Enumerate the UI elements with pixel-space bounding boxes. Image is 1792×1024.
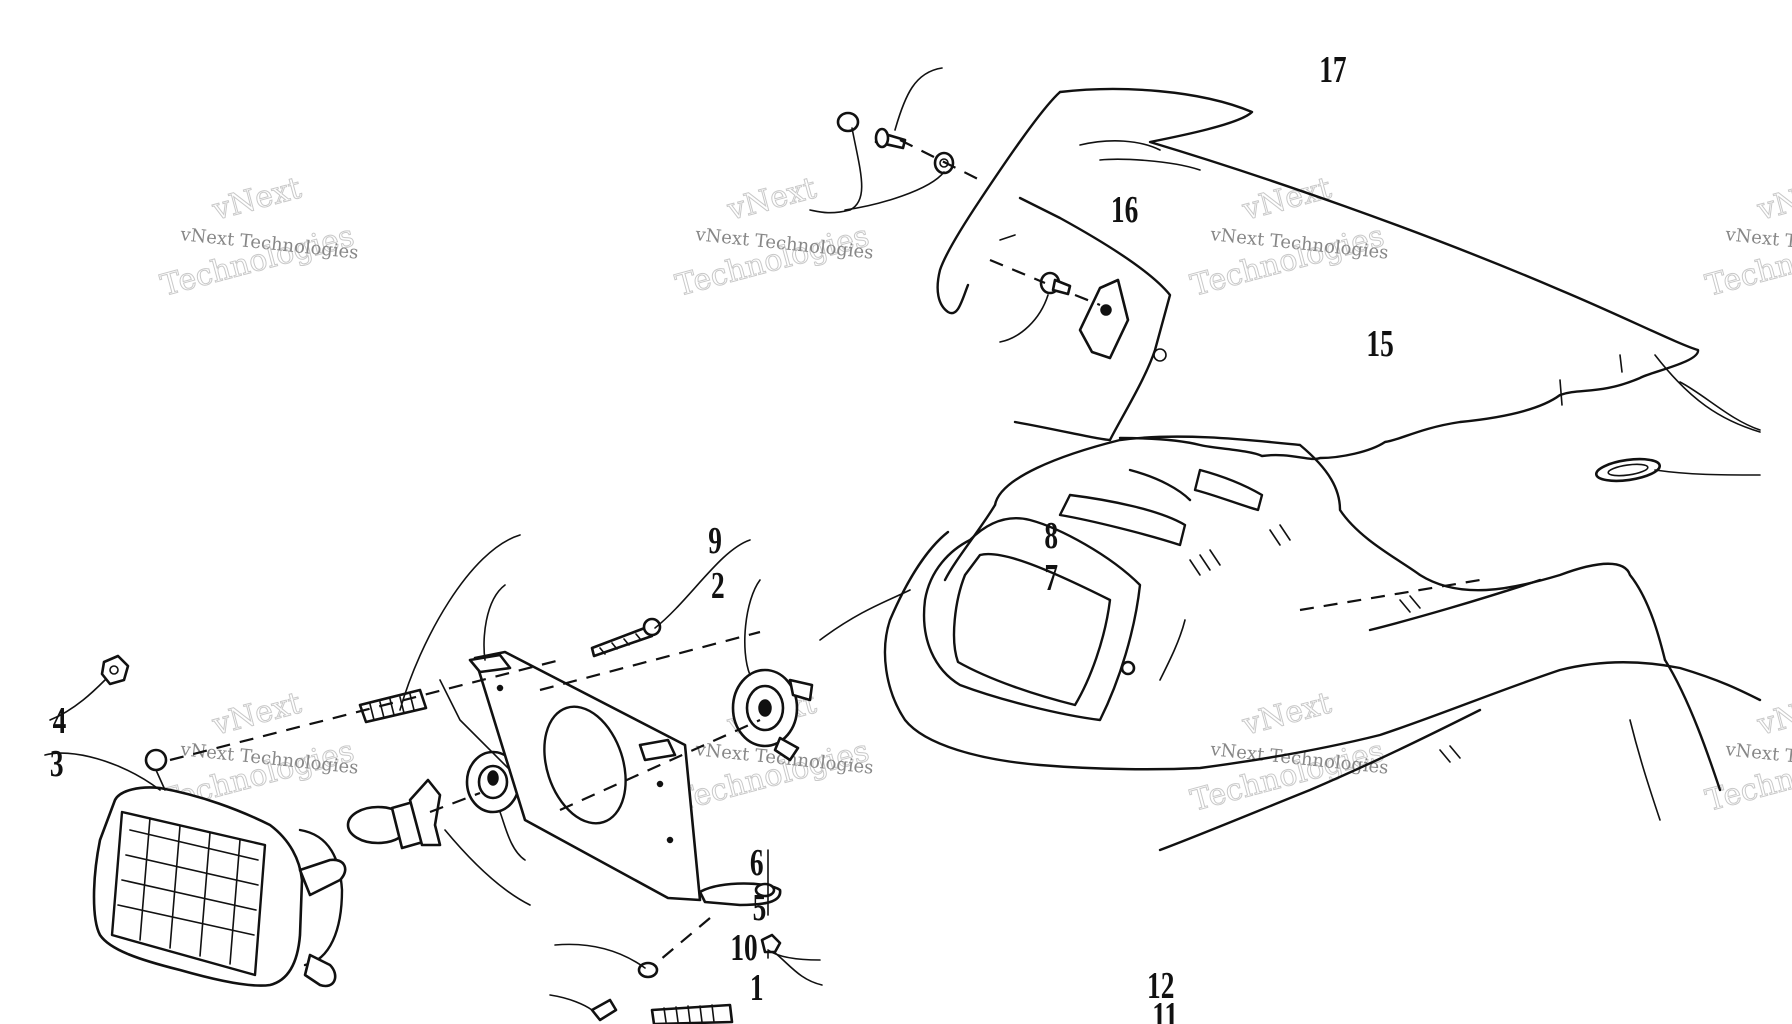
bulb [346,778,442,850]
callout-12: 12 [1147,965,1174,1007]
watermark-text-large-top: vNext [208,686,305,743]
spring [358,688,428,724]
windshield-hardware [836,111,1167,362]
mounting-bracket [468,650,782,907]
watermark-text-large-top: vNext [1753,171,1792,228]
callout-3: 3 [50,743,64,785]
nut [100,654,130,686]
watermark: vNext vNext Technologies Technologies [1186,170,1389,304]
callout-6: 6 [750,842,764,884]
callout-4: 4 [53,700,67,742]
adjusting-screw [590,617,662,658]
callout-9: 9 [708,520,722,562]
headlight-housing [92,748,347,988]
watermark-text-large-top: vNext [208,171,305,228]
bulb-retainer [731,668,814,762]
callout-5: 5 [753,887,767,929]
windshield [936,87,1761,461]
leader-lines [44,67,1761,1011]
watermark-text-large-top: vNext [1238,171,1335,228]
callout-8: 8 [1044,515,1058,557]
lower-hardware [590,933,782,1024]
callout-17: 17 [1319,49,1346,91]
callout-10: 10 [730,927,757,969]
watermark: vNext vNext Technologies Technologies [156,170,359,304]
callout-2: 2 [711,565,725,607]
assembly-lines [169,139,1101,961]
callout-16: 16 [1111,189,1138,231]
callout-labels: 1 2 3 4 5 6 7 8 9 10 11 12 13 14 15 16 1… [50,49,1394,1024]
watermark-text-large-top: vNext [1238,686,1335,743]
watermark-text-large-top: vNext [723,171,820,228]
hood-body [819,435,1762,852]
watermark-group: vNext vNext Technologies Technologies vN… [156,170,1792,819]
grommet [1594,457,1662,483]
callout-11: 11 [1152,995,1178,1024]
callout-7: 7 [1044,557,1058,599]
watermark-text-large-top: vNext [1753,686,1792,743]
watermark: vNext vNext Technologies Technologies [1701,170,1792,304]
callout-15: 15 [1366,323,1393,365]
watermark: vNext vNext Technologies Technologies [671,170,874,304]
watermark: vNext vNext Technologies Technologies [1701,685,1792,819]
callout-1: 1 [750,967,764,1009]
